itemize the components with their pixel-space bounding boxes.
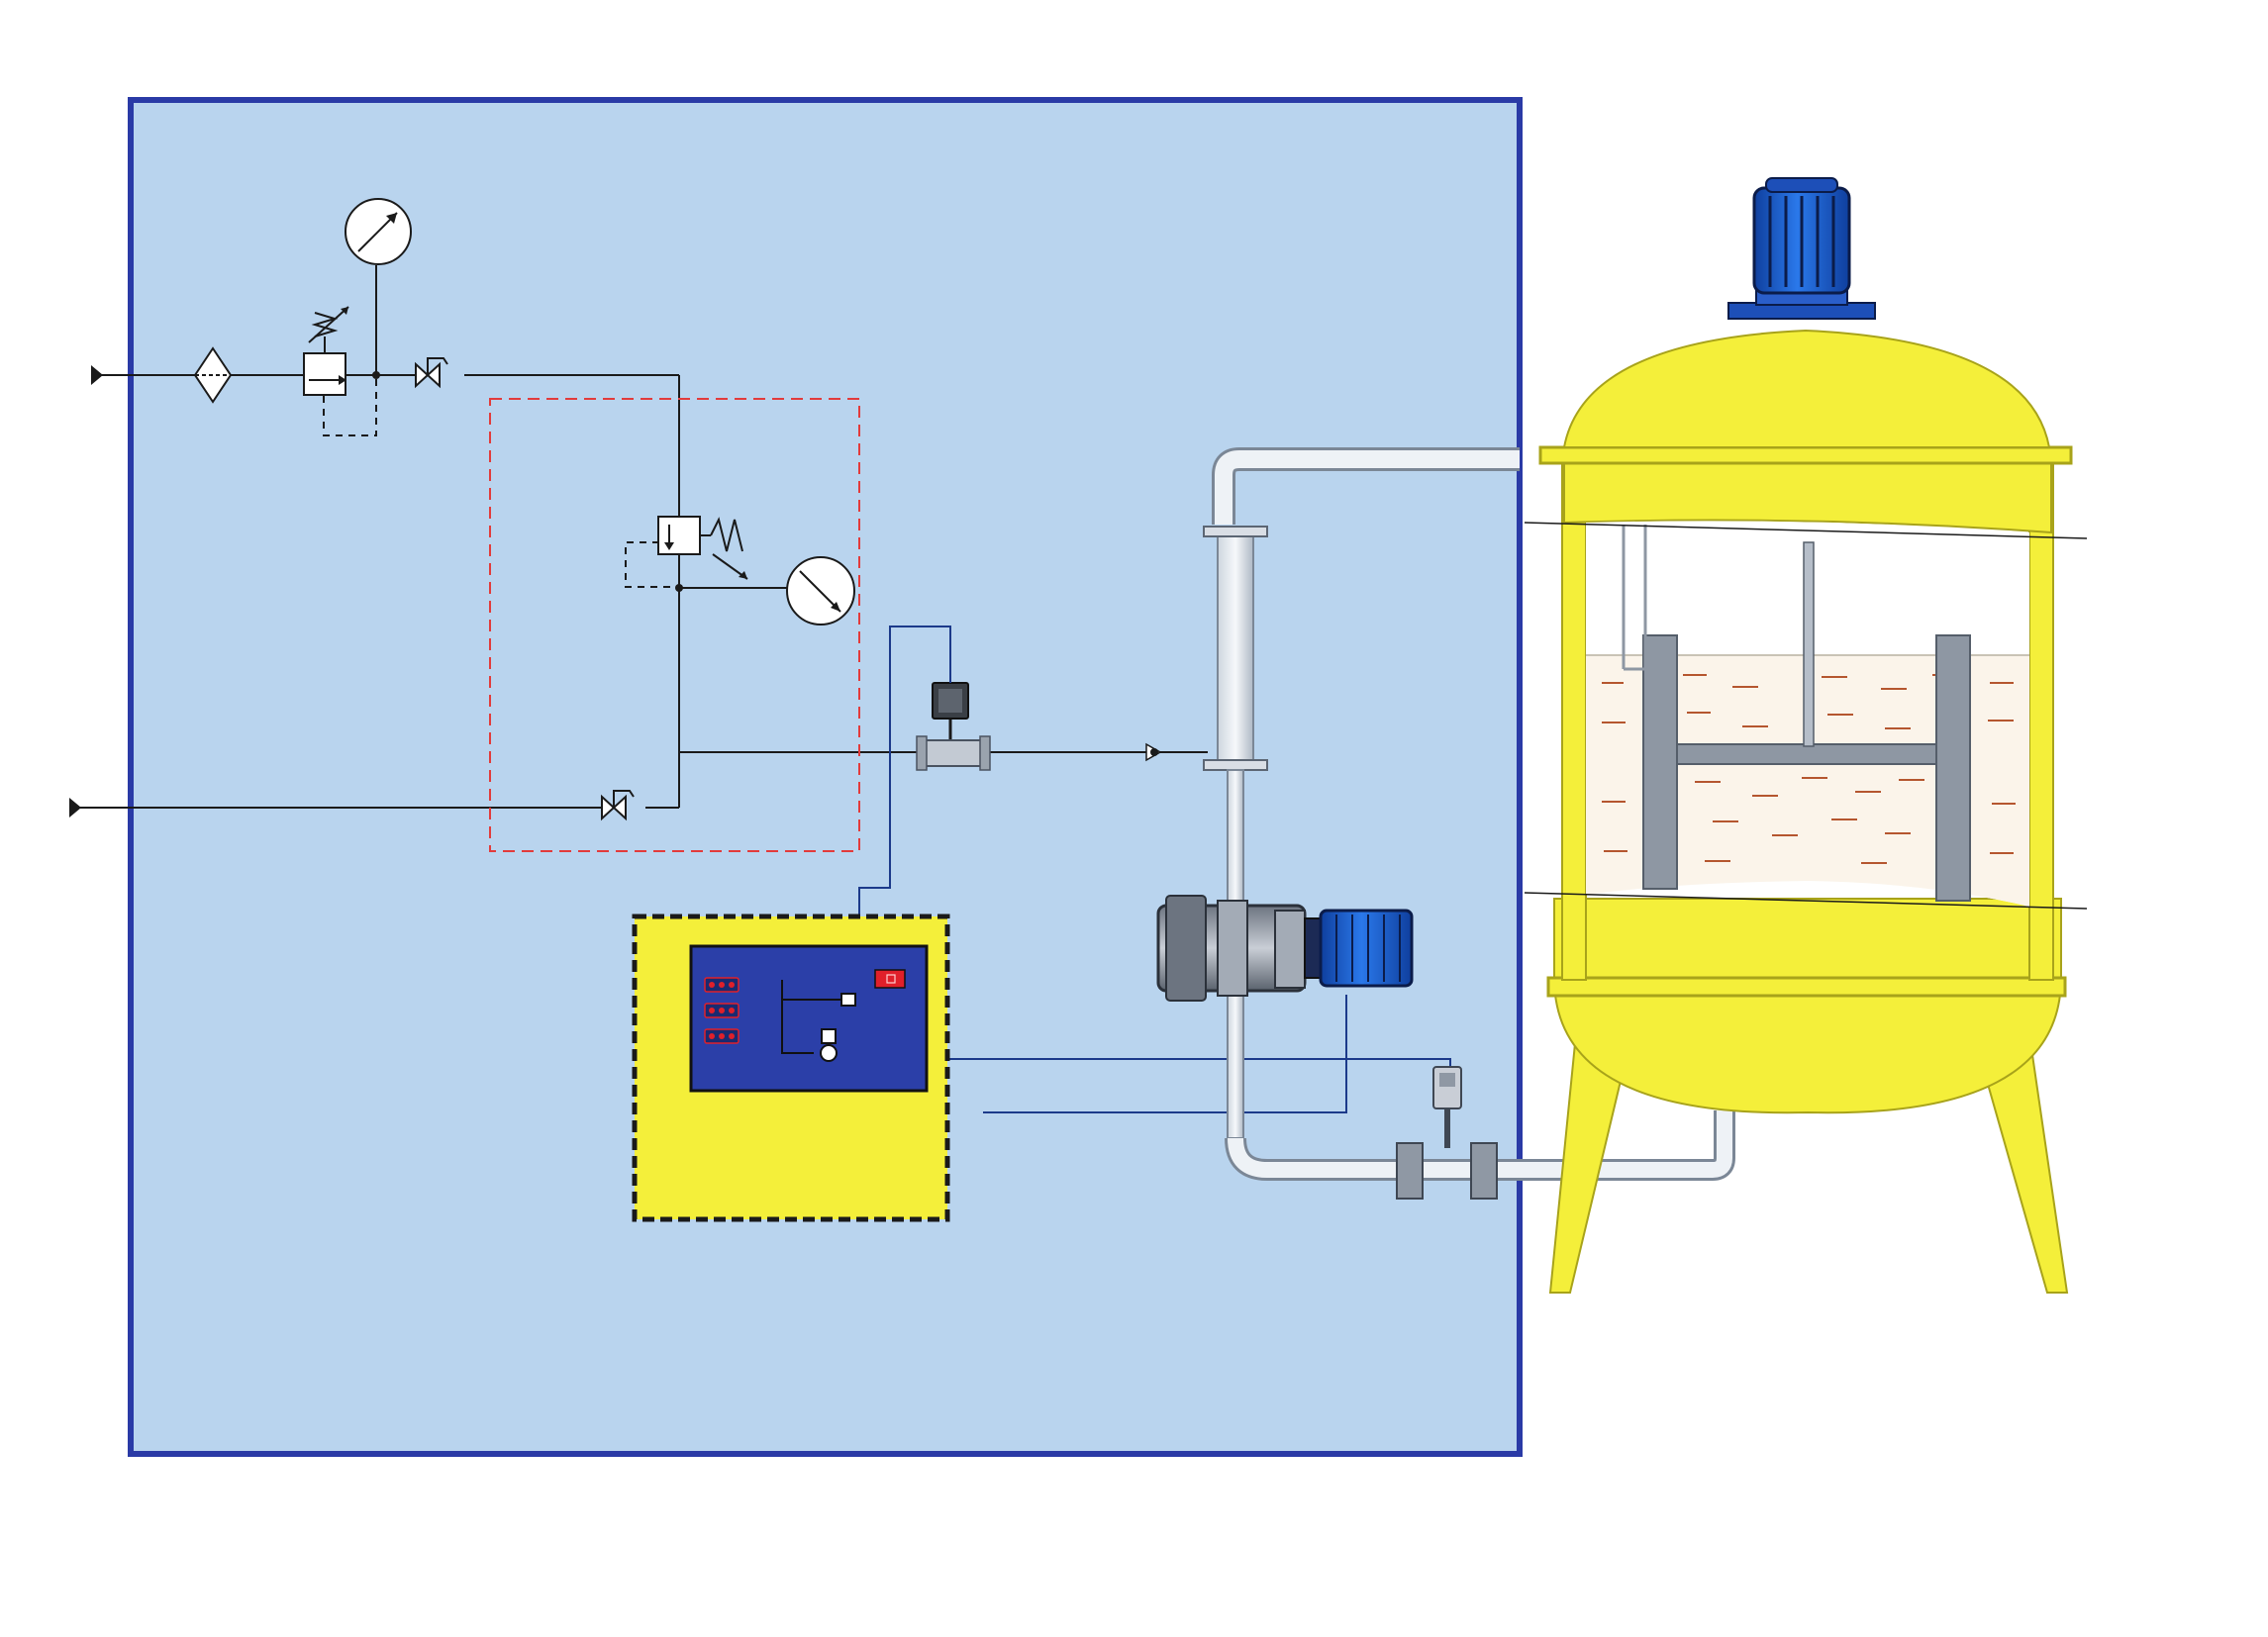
pressure-regulator-1-icon xyxy=(303,306,349,396)
pressure-regulator-2-icon xyxy=(657,516,748,580)
control-group-frame xyxy=(489,398,860,852)
air-inlet-top-arrow xyxy=(91,365,103,385)
pressure-gauge-1-icon xyxy=(345,198,412,265)
check-valve-1-icon xyxy=(415,357,448,389)
control-box xyxy=(632,914,950,1222)
agitator-motor-icon xyxy=(1727,177,1876,320)
injection-nozzle-icon xyxy=(1145,742,1162,762)
control-screen xyxy=(689,944,929,1093)
flange-fittings xyxy=(1396,1142,1498,1200)
agitator-shaft xyxy=(1803,541,1815,747)
alarm-indicator xyxy=(874,969,906,989)
screen-mini-schematic-icon xyxy=(781,980,856,1062)
liquid-texture xyxy=(1602,674,2016,864)
air-filter-icon xyxy=(193,346,233,404)
air-inlet-bottom-arrow xyxy=(69,798,81,818)
pressure-gauge-2-icon xyxy=(786,556,855,626)
flow-sensor-icon xyxy=(1432,1066,1462,1148)
mixing-tank xyxy=(1524,329,2088,1294)
dip-pipe xyxy=(1622,525,1647,671)
pump-motor-icon xyxy=(1156,895,1414,1002)
panel-background xyxy=(128,97,1523,1457)
check-valve-2-icon xyxy=(601,790,635,821)
agitator-frame xyxy=(1642,634,1971,902)
solenoid-valve-icon xyxy=(916,682,991,771)
